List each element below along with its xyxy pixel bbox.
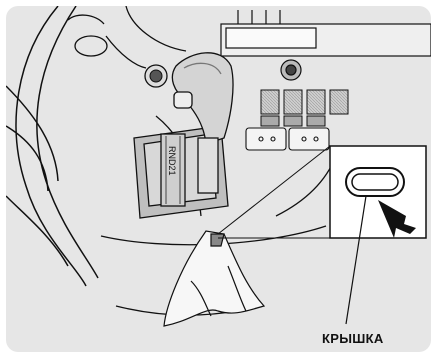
switch-grid	[261, 90, 348, 126]
cover-label: КРЫШКА	[322, 331, 384, 346]
gear-indicator: RND21	[167, 146, 177, 176]
dash-vent	[75, 36, 107, 56]
console-buttons	[246, 128, 329, 150]
audio-panel	[221, 10, 431, 80]
ignition-knob-icon	[145, 65, 167, 87]
steering-wheel-outline	[6, 6, 98, 286]
shifter-cover-illustration: RND21	[6, 6, 431, 352]
zoom-inset	[330, 146, 426, 238]
callout-leader-lines	[218, 146, 330, 238]
illustration-frame: RND21	[6, 6, 431, 352]
